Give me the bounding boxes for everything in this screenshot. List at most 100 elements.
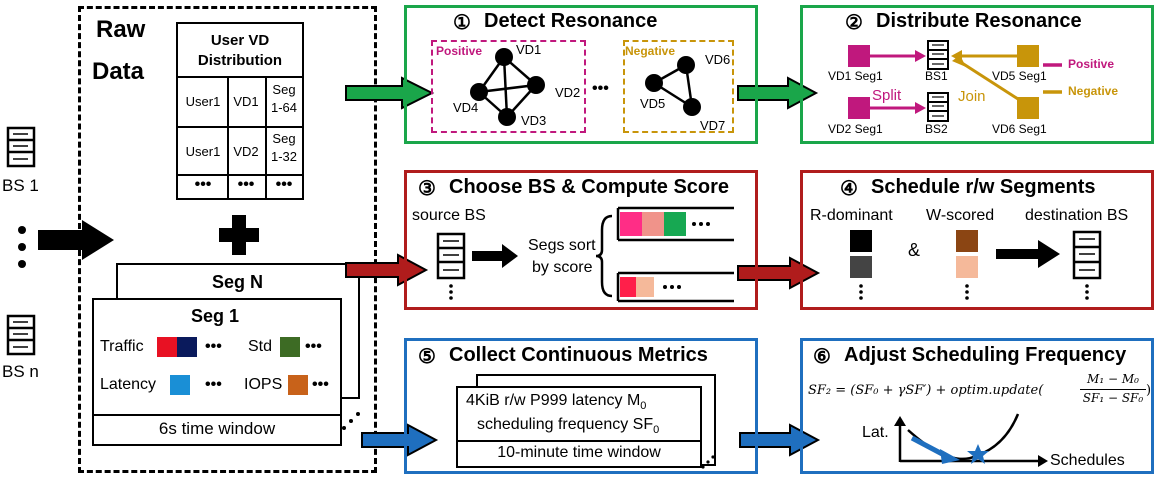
- input-arrow: [38, 220, 114, 260]
- formula-close: ): [1146, 383, 1152, 398]
- node-vd3: [498, 108, 516, 126]
- vd1-seg-label: VD1 Seg1: [828, 69, 883, 83]
- std-swatch: [280, 337, 300, 357]
- corner-dots: [342, 412, 360, 430]
- raw-data-title-line2: Data: [92, 58, 145, 85]
- raw-data-box: [78, 6, 377, 473]
- traffic-swatch-red: [157, 337, 177, 357]
- traffic-label: Traffic: [100, 338, 144, 355]
- positive-group: [431, 40, 586, 133]
- metrics-card-front: [456, 386, 702, 468]
- vd6-seg-label: VD6 Seg1: [992, 122, 1047, 136]
- r-dominant-gray: [850, 256, 872, 278]
- panel2-title: Distribute Resonance: [876, 10, 1082, 32]
- time-window-label: 6s time window: [158, 419, 276, 438]
- std-dots: •••: [305, 338, 322, 355]
- positive-label: Positive: [436, 44, 483, 58]
- legend-negative-label: Negative: [1068, 84, 1119, 98]
- sort-label-line1: Segs sort: [528, 237, 596, 254]
- schedule-diagram: [850, 230, 1102, 300]
- iops-dots: •••: [312, 376, 329, 393]
- brace: [595, 214, 613, 298]
- sort-arrow: [472, 244, 518, 268]
- descent-arrow: [910, 435, 948, 459]
- r-dominant-label: R-dominant: [810, 207, 893, 224]
- traffic-swatch-navy: [177, 337, 197, 357]
- frequency-metric: scheduling frequency SF0: [477, 416, 660, 437]
- table-header-line2: Distribution: [197, 52, 283, 69]
- vd1-seg-square: [848, 45, 870, 67]
- bs1-server-icon: [6, 126, 36, 168]
- queue-seg-peach: [636, 277, 654, 297]
- split-label: Split: [872, 87, 902, 104]
- table-ellipsis: •••: [194, 176, 212, 193]
- vd2-seg-label: VD2 Seg1: [828, 122, 883, 136]
- schedule-arrow: [996, 240, 1060, 268]
- node-label: VD3: [521, 113, 547, 128]
- x-axis-label: Schedules: [1050, 452, 1125, 469]
- seg-1-card: [92, 298, 342, 446]
- bs2-label: BS2: [925, 122, 948, 136]
- green-arrow-1: [345, 76, 435, 110]
- negative-group: [623, 40, 734, 133]
- table-cell-seg: Seg: [272, 131, 296, 146]
- vd5-seg-label: VD5 Seg1: [992, 69, 1047, 83]
- destination-bs-label: destination BS: [1025, 207, 1129, 224]
- distribute-diagram: [848, 40, 1062, 122]
- panel1-title: Detect Resonance: [484, 10, 658, 32]
- bs1-server-icon: [927, 40, 949, 70]
- resonance-graph: [470, 48, 701, 126]
- panel-collect-metrics: [404, 338, 758, 474]
- table-cell-vd: VD1: [233, 94, 259, 109]
- table-header-line1: User VD: [210, 32, 270, 49]
- vd5-seg-square: [1017, 45, 1039, 67]
- panel2-number: ②: [845, 12, 863, 34]
- table-ellipsis: •••: [275, 176, 293, 193]
- bsn-label: BS n: [2, 362, 39, 381]
- panel5-title: Collect Continuous Metrics: [449, 344, 708, 366]
- choose-bs-diagram: [436, 206, 734, 303]
- raw-data-title-line1: Raw: [96, 16, 146, 43]
- ten-minute-window: 10-minute time window: [497, 444, 661, 461]
- node-vd5: [645, 74, 663, 92]
- panel6-number: ⑥: [813, 346, 831, 368]
- ampersand: &: [908, 240, 921, 260]
- negative-label: Negative: [625, 44, 676, 58]
- latency-curve-chart: [894, 413, 1048, 467]
- blue-arrow-2: [739, 423, 821, 457]
- panel6-title: Adjust Scheduling Frequency: [844, 344, 1127, 366]
- traffic-dots: •••: [205, 338, 222, 355]
- panel-schedule-segments: [800, 170, 1154, 310]
- formula-numerator: M₁ − M₀: [1087, 372, 1139, 386]
- iops-swatch: [288, 375, 308, 395]
- iops-label: IOPS: [244, 376, 283, 393]
- y-axis-label: Lat.: [862, 424, 889, 441]
- node-label: VD4: [453, 100, 479, 115]
- w-scored-peach: [956, 256, 978, 278]
- bs1-label: BS1: [925, 69, 948, 83]
- node-vd7: [683, 98, 701, 116]
- node-label: VD6: [705, 52, 731, 67]
- node-label: VD5: [640, 96, 666, 111]
- source-bs-label: source BS: [412, 207, 486, 224]
- red-arrow-2: [737, 256, 821, 290]
- r-dominant-black: [850, 230, 872, 252]
- panel5-number: ⑤: [418, 346, 436, 368]
- vd6-seg-square: [1017, 97, 1039, 119]
- w-scored-brown: [956, 230, 978, 252]
- table-row: User1: [185, 144, 221, 159]
- blue-arrow-1: [361, 423, 439, 457]
- node-label: VD7: [700, 118, 726, 133]
- seg-n-label: Seg N: [212, 272, 264, 292]
- node-vd1: [495, 48, 513, 66]
- panel3-title: Choose BS & Compute Score: [449, 176, 730, 198]
- bs-column: [6, 126, 36, 356]
- node-vd6: [677, 56, 695, 74]
- std-label: Std: [248, 338, 273, 355]
- bs1-label: BS 1: [2, 176, 39, 195]
- formula-denominator: SF₁ − SF₀: [1082, 391, 1144, 405]
- node-label: VD2: [555, 85, 581, 100]
- latency-swatch: [170, 375, 190, 395]
- latency-label: Latency: [100, 376, 157, 393]
- panel-adjust-frequency: [800, 338, 1154, 474]
